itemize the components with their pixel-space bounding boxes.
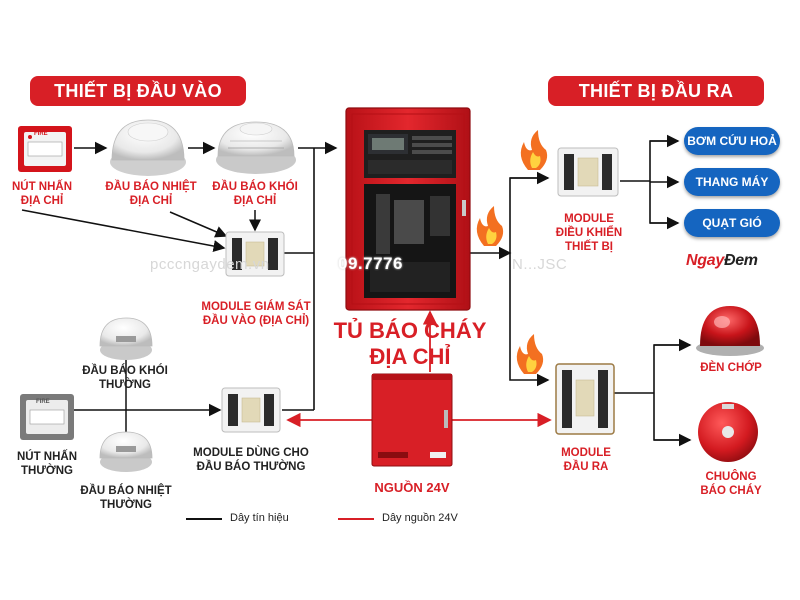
conventional-smoke-device [99,317,153,360]
label-bell: CHUÔNG BÁO CHÁY [700,471,762,497]
watermark-site: pcccngaydem.vn [150,256,270,273]
label-addressable-callpoint: NÚT NHẤN ĐỊA CHỈ [11,181,73,207]
strobe-light-device [696,306,764,356]
brand-logo-part2: Đem [723,252,758,269]
label-conventional-smoke: ĐẦU BÁO KHÓI THƯỜNG [82,365,168,391]
flame-icon [520,130,548,170]
panel-title-line2: ĐỊA CHỈ [369,344,451,369]
addressable-callpoint-device [18,126,72,172]
addressable-heat-device [110,119,186,176]
label-output-module: MODULE ĐẦU RA [561,447,611,473]
label-control-module: MODULE ĐIỀU KHIỂN THIẾT BỊ [555,213,623,253]
pill-elevator: THANG MÁY [684,168,780,196]
pill-fire-pump: BƠM CỨU HOẢ [684,127,780,155]
label-conventional-module: MODULE DÙNG CHO ĐẦU BÁO THƯỜNG [193,447,309,473]
input-devices-banner: THIẾT BỊ ĐẦU VÀO [30,76,246,106]
brand-logo: NgayĐem [686,252,758,270]
wire-heat-monitor [169,211,228,238]
fire-bell-device [698,402,758,462]
conventional-heat-device [99,431,153,472]
control-module-device [557,147,619,197]
output-devices-banner: THIẾT BỊ ĐẦU RA [548,76,764,106]
legend-power-label: Dây nguồn 24V [382,512,458,524]
conventional-module-device [221,387,281,433]
legend-signal-label: Dây tín hiệu [230,512,289,524]
output-module-device [555,363,615,435]
flame-icon [516,334,544,374]
monitor-module-device [225,231,285,277]
conventional-callpoint-device [20,394,74,440]
label-addressable-heat: ĐẦU BÁO NHIỆT ĐỊA CHỈ [105,181,197,207]
panel-title: TỦ BÁO CHÁY ĐỊA CHỈ [330,318,490,370]
label-conventional-heat: ĐẦU BÁO NHIỆT THƯỜNG [80,485,172,511]
flame-icon [476,206,504,246]
wire-callpoint-monitor [21,209,226,252]
brand-logo-part1: Ngay [686,252,724,269]
label-power-supply: NGUỒN 24V [374,480,450,495]
panel-title-line1: TỦ BÁO CHÁY [333,318,487,343]
power-supply-device [371,373,453,467]
watermark-phone: 09.7776 [338,254,403,273]
watermark-right: N...JSC [512,256,568,273]
callpoint-fire-label: FIRE [34,131,48,137]
wire-output-branch [653,344,690,441]
label-monitor-module: MODULE GIÁM SÁT ĐẦU VÀO (ĐỊA CHỈ) [201,301,311,327]
label-strobe: ĐÈN CHỚP [700,362,762,374]
fire-alarm-panel-device [345,107,471,311]
pill-ventilation-fan: QUẠT GIÓ [684,209,780,237]
label-conventional-callpoint: NÚT NHẤN THƯỜNG [16,451,78,477]
label-addressable-smoke: ĐẦU BÁO KHÓI ĐỊA CHỈ [212,181,298,207]
conv-callpoint-fire-label: FIRE [36,399,50,405]
addressable-smoke-device [216,121,296,174]
